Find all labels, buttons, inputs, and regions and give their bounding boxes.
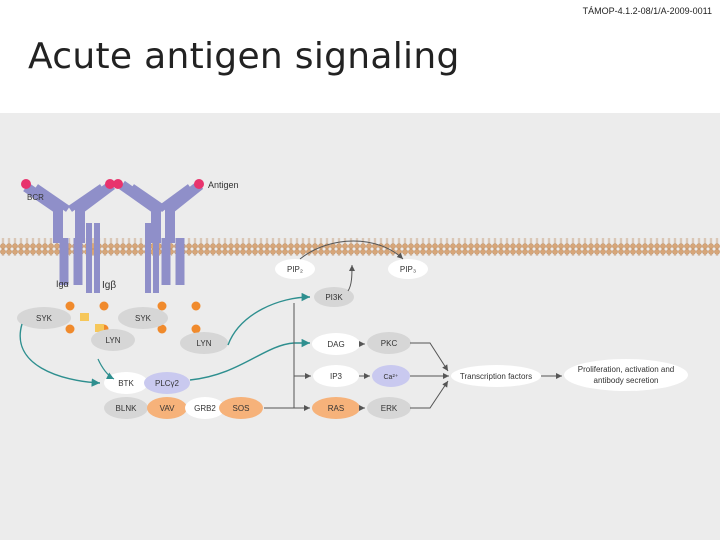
ca-label: Ca²⁺ [384,374,399,381]
lyn-right-node [180,332,228,354]
dag-node [312,333,360,355]
lyn-left-label: LYN [106,336,121,345]
transcription-factors-node [451,365,541,387]
outcome-label-line1: Proliferation, activation and [578,365,675,374]
syk-left-label: SYK [36,314,53,323]
arrow-pip2-to-pip3 [299,240,404,260]
syk-left-node [17,307,71,329]
arrow-lyn-to-pi3k [227,292,311,346]
phospho-site [191,301,201,311]
plcg2-node [144,372,190,394]
pi3k-node [314,287,354,307]
ras-label: RAS [328,404,344,413]
arrow-plcg2-to-dag [189,338,310,381]
phospho-site [65,324,75,334]
pip3-label: PIP₃ [400,265,416,274]
arrow-pi3k-to-pip [347,264,355,292]
pip3-node [388,259,428,279]
dag-label: DAG [327,340,344,349]
header-code: TÁMOP-4.1.2-08/1/A-2009-0011 [582,6,712,16]
pip2-node [275,259,315,279]
phospho-site [157,324,167,334]
outcome-label-line2: antibody secretion [594,376,659,385]
diagram-panel: Antigen BCR Igα Igβ SYK SYK LYN LYN PIP₂… [0,113,720,540]
arrow-erk-to-tf [410,380,449,409]
ip3-node [313,365,359,387]
grb2-label: GRB2 [194,404,216,413]
sos-node [219,397,263,419]
antigen-dot [194,179,204,189]
erk-node [367,397,411,419]
arrow-pkc-to-tf [410,342,449,372]
ras-node [312,397,360,419]
sos-label: SOS [233,404,250,413]
antigen-dot [21,179,31,189]
antigen-dot [113,179,123,189]
itam-segment [80,313,89,321]
ig-beta-label: Igβ [102,280,116,291]
pi3k-label: PI3K [325,293,343,302]
pip2-label: PIP₂ [287,265,303,274]
blnk-node [104,397,148,419]
ca-node [372,365,410,387]
outcome-node [564,359,688,391]
lyn-right-label: LYN [197,339,212,348]
phospho-site [99,301,109,311]
page-title: Acute antigen signaling [28,36,460,77]
syk-right-label: SYK [135,314,152,323]
antigen-dot [105,179,115,189]
itam-segment [95,324,104,332]
btk-label: BTK [118,379,134,388]
syk-right-node [118,307,168,329]
plcg2-label: PLCγ2 [155,379,180,388]
ig-alpha-label: Igα [56,279,69,289]
blnk-label: BLNK [116,404,138,413]
btk-node [104,372,148,394]
cell-membrane [0,238,720,256]
bcr-antibody [23,180,204,293]
vav-label: VAV [160,404,175,413]
phospho-site [191,324,201,334]
arrow-syk-to-btk [19,323,101,387]
pkc-label: PKC [381,339,398,348]
signaling-diagram: Antigen BCR Igα Igβ SYK SYK LYN LYN PIP₂… [0,179,720,419]
lyn-left-node [91,329,135,351]
vav-node [147,397,187,419]
ip3-label: IP3 [330,372,343,381]
bcr-label: BCR [27,193,44,202]
erk-label: ERK [381,404,398,413]
phospho-site [157,301,167,311]
antigen-label: Antigen [208,180,239,190]
arrow-syk-to-plcg2 [97,358,115,380]
pkc-node [367,332,411,354]
grb2-node [185,397,225,419]
antigen-markers [21,179,204,189]
transcription-factors-label: Transcription factors [460,372,532,381]
phospho-site [65,301,75,311]
